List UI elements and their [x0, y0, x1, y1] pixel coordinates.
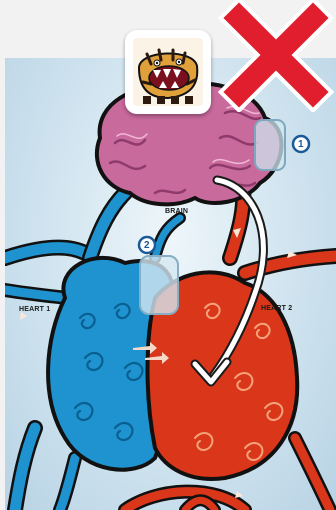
striped-monster-card-icon [133, 38, 203, 106]
red-x-close-icon [217, 0, 334, 112]
close-button[interactable] [217, 0, 334, 112]
heart-2-label: HEART 2 [261, 305, 292, 312]
monster-card[interactable] [125, 30, 211, 114]
slot-1-container [255, 120, 285, 170]
slot-1-number: 1 [298, 139, 304, 150]
slot-2-number: 2 [144, 240, 150, 251]
heart-1-label: HEART 1 [19, 306, 50, 313]
game-board: BRAIN HEART 1 HEART 2 1 2 [5, 58, 336, 510]
brain-label: BRAIN [165, 208, 188, 215]
circulation-diagram [5, 58, 336, 510]
slot-2-container [140, 256, 178, 314]
